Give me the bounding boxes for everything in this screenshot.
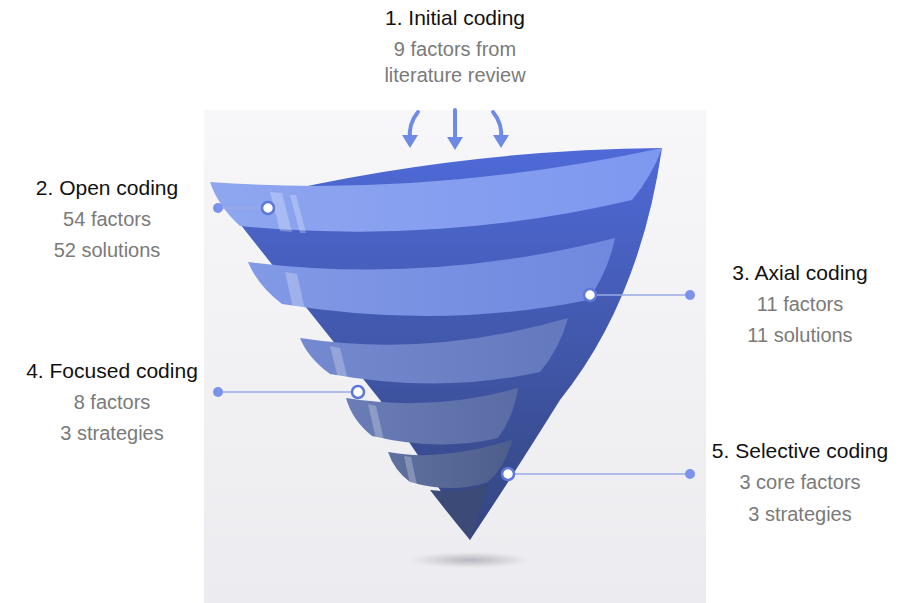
stage-detail: 52 solutions — [54, 237, 161, 263]
stage-title: 2. Open coding — [36, 174, 178, 201]
stage-title: 1. Initial coding — [385, 4, 525, 31]
band-3 — [300, 318, 568, 384]
input-arrows — [410, 110, 502, 140]
stage-detail: 54 factors — [63, 206, 151, 232]
band-2 — [248, 238, 615, 316]
stage-detail: 3 strategies — [60, 420, 163, 446]
leader-lines — [218, 208, 690, 474]
leader-dots — [213, 203, 695, 479]
panel — [204, 110, 706, 603]
arrow-heads — [402, 135, 509, 150]
band-highlights — [270, 192, 417, 485]
stage-detail: 11 factors — [757, 291, 843, 317]
stage-title: 4. Focused coding — [26, 357, 198, 384]
stage-detail: 11 solutions — [747, 322, 852, 348]
shadow — [410, 552, 530, 568]
leader-rings — [262, 202, 596, 480]
stage-title: 5. Selective coding — [712, 437, 888, 464]
stage-detail: 9 factors from literature review — [360, 36, 550, 88]
band-5 — [388, 440, 512, 488]
band-4 — [346, 388, 518, 445]
band-1 — [210, 148, 662, 232]
funnel-tip — [430, 484, 488, 540]
stage-detail: 3 core factors — [739, 469, 860, 495]
stage-detail: 3 strategies — [748, 501, 851, 527]
stage-title: 3. Axial coding — [732, 259, 867, 286]
stage-detail: 8 factors — [74, 389, 151, 415]
